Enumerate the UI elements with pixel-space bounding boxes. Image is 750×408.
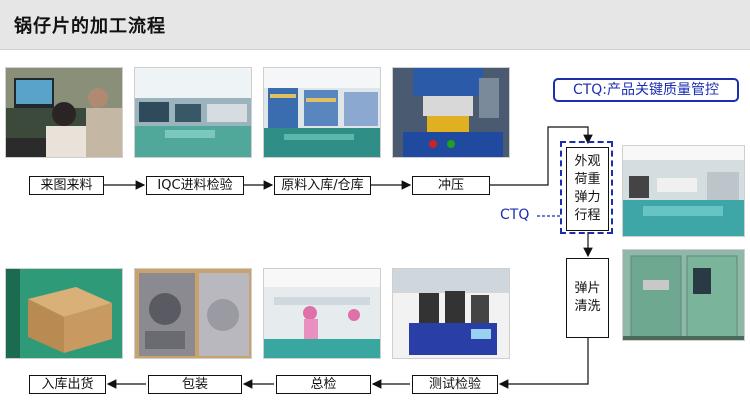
ctq-label: CTQ xyxy=(500,207,530,223)
photo-iqc-lab xyxy=(134,67,252,158)
step-stamping: 冲压 xyxy=(412,176,490,195)
page-header: 锅仔片的加工流程 xyxy=(0,0,750,50)
step-dome-cleaning: 弹片 清洗 xyxy=(566,258,609,338)
photo-inspection-lab xyxy=(622,145,745,237)
step-packaging: 包装 xyxy=(148,375,242,394)
photo-stamping-machine xyxy=(392,67,510,158)
photo-packaging xyxy=(134,268,252,359)
photo-test-machine xyxy=(392,268,510,359)
cleaning-line-2: 清洗 xyxy=(574,299,601,314)
photo-final-inspection xyxy=(263,268,381,359)
step-property-inspection: 外观 荷重 弹力 行程 xyxy=(566,147,609,231)
page-title: 锅仔片的加工流程 xyxy=(14,16,166,37)
ctq-dashed-frame xyxy=(560,141,613,234)
cleaning-line-1: 弹片 xyxy=(574,281,601,296)
step-final-inspection: 总检 xyxy=(276,375,371,394)
photo-warehouse xyxy=(263,67,381,158)
ctq-title: CTQ:产品关键质量管控 xyxy=(553,78,739,102)
inspection-line-travel: 行程 xyxy=(574,208,601,223)
inspection-line-appearance: 外观 xyxy=(574,154,601,169)
inspection-line-load: 荷重 xyxy=(574,172,601,187)
inspection-line-elasticity: 弹力 xyxy=(574,190,601,205)
photo-office-drawing xyxy=(5,67,123,158)
step-warehouse-storage: 原料入库/仓库 xyxy=(274,176,371,195)
step-store-and-ship: 入库出货 xyxy=(29,375,106,394)
photo-cleaning-room xyxy=(622,249,745,341)
photo-shipping-box xyxy=(5,268,123,359)
step-iqc-inspection: IQC进料检验 xyxy=(146,176,244,195)
step-testing-inspection: 测试检验 xyxy=(412,375,498,394)
step-incoming-material: 来图来料 xyxy=(29,176,104,195)
